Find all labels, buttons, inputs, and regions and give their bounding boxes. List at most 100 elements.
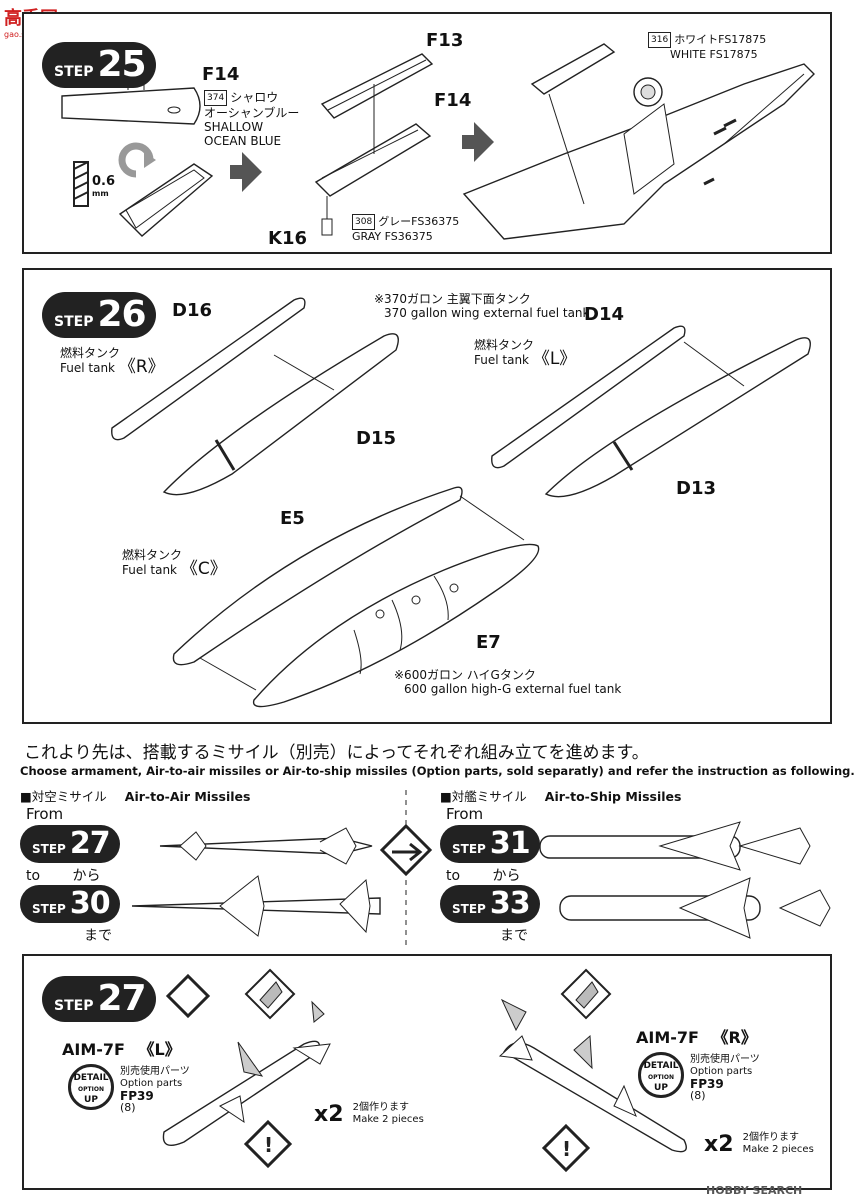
aa-kara: から [72,868,101,884]
opt-part: FP39 [690,1077,724,1091]
step25-badge: STEP 25 [42,42,156,88]
as-kara: から [492,868,521,884]
aa-from: From [26,805,64,823]
step26-drawing [111,297,811,708]
hobby-search-logo: HOBBY SEARCH [706,1184,802,1197]
make-jp: 2個作ります [742,1132,799,1143]
make-left: x2 2個作ります Make 2 pieces [314,1102,424,1127]
svg-text:!: ! [264,1133,273,1157]
as-to: to [446,868,461,884]
aim-left-title: AIM-7F 《L》 [62,1036,181,1060]
option-parts-right: 別売使用パーツ Option parts FP39 (8) [690,1054,760,1102]
step-word: STEP [54,314,94,330]
as-en: Air-to-Ship Missiles [544,789,682,804]
aa-header: ■対空ミサイル Air-to-Air Missiles [20,786,250,805]
aa-to: to [26,868,41,884]
tank-c-jp: 燃料タンク [122,548,183,562]
label-e5: E5 [280,508,305,529]
opt-qty: (8) [690,1089,706,1102]
detail-up-left: DETAIL OPTION UP [68,1064,114,1110]
step-word: STEP [54,64,94,80]
step-number: 27 [97,978,146,1019]
make-en: Make 2 pieces [742,1144,814,1155]
as-made: まで [500,928,528,944]
aa-en: Air-to-Air Missiles [124,789,251,804]
make-jp: 2個作ります [352,1102,409,1113]
step27-panel: STEP 27 ! ! AIM-7F 《L》 DETAIL OPTION UP [22,954,832,1190]
tank-c-label: 燃料タンク Fuel tank 《C》 [122,548,227,579]
step27-badge: STEP 27 [42,976,156,1022]
step-number: 33 [489,886,531,921]
tank-l-en: Fuel tank [474,353,529,367]
choose-en: Choose armament, Air-to-air missiles or … [20,764,855,778]
aa-made: まで [84,928,112,944]
paint-316-jp: ホワイトFS17875 [674,33,767,46]
drill-unit: mm [92,189,109,198]
tank-l-jp: 燃料タンク [474,338,535,352]
step26-badge: STEP 26 [42,292,156,338]
detail-text: DETAIL [73,1073,109,1083]
detail-text: DETAIL [643,1061,679,1071]
aa-step-from: STEP 27 [20,825,120,863]
as-to-row: to から [446,865,521,885]
opt-en: Option parts [120,1078,183,1089]
step-word: STEP [452,842,486,856]
tank-r-mark: 《R》 [118,357,165,377]
step27-drawing: ! ! [162,968,687,1173]
make-right-text: 2個作ります Make 2 pieces [743,1132,814,1156]
up-text: UP [84,1095,98,1105]
step-number: 26 [97,294,146,335]
step26-panel: STEP 26 ※370ガロン 主翼下面タンク 370 gallon wing … [22,268,832,724]
paint-code-316: 316 [648,32,672,48]
tank-c-mark: 《C》 [180,559,227,579]
tank-r-label: 燃料タンク Fuel tank 《R》 [60,346,165,377]
aim-left-mark: 《L》 [138,1040,181,1059]
step25-panel: STEP 25 [22,12,832,254]
choose-jp: これより先は、搭載するミサイル（別売）によってそれぞれ組み立てを進めます。 [24,743,649,763]
label-d13: D13 [676,478,716,499]
tank-c-en: Fuel tank [122,563,177,577]
label-e7: E7 [476,632,501,653]
as-from: From [446,805,484,823]
label-d14: D14 [584,304,624,325]
opt-jp: 別売使用パーツ [120,1066,190,1077]
note-600-jp: ※600ガロン ハイGタンク [394,668,536,682]
opt-jp: 別売使用パーツ [690,1054,760,1065]
aa-step-to: STEP 30 [20,885,120,923]
as-step-from: STEP 31 [440,825,540,863]
paint-code-374: 374 [204,90,228,106]
svg-text:!: ! [562,1137,571,1161]
aim-right-title: AIM-7F 《R》 [636,1024,757,1048]
tank-r-jp: 燃料タンク [60,346,121,360]
paint-316-en: WHITE FS17875 [670,48,758,61]
note-600-en: 600 gallon high-G external fuel tank [404,682,622,696]
tank-l-mark: 《L》 [532,349,577,369]
label-f14-left: F14 [202,64,240,85]
label-f14-mid: F14 [434,90,472,111]
tank-l-label: 燃料タンク Fuel tank 《L》 [474,338,577,369]
aa-to-row: to から [26,865,101,885]
step-word: STEP [32,842,66,856]
aa-jp: ■対空ミサイル [20,789,107,804]
label-d16: D16 [172,300,212,321]
drill-value: 0.6 [92,174,116,189]
paint-374-jp: シャロウ オーシャンブルー [204,90,300,120]
note-370: ※370ガロン 主翼下面タンク 370 gallon wing external… [374,292,589,320]
note-370-en: 370 gallon wing external fuel tank [384,306,590,320]
aim-right-name: AIM-7F [636,1028,699,1047]
hobby-search-text: HOBBY SEARCH [706,1184,803,1197]
paint-code-308: 308 [352,214,376,230]
opt-en: Option parts [690,1066,753,1077]
option-text: OPTION [648,1074,674,1081]
label-d15: D15 [356,428,396,449]
x2-left: x2 [314,1102,344,1127]
step-number: 27 [69,826,111,861]
aim-left-name: AIM-7F [62,1040,125,1059]
detail-up-right: DETAIL OPTION UP [638,1052,684,1098]
as-header: ■対艦ミサイル Air-to-Ship Missiles [440,786,681,805]
option-parts-left: 別売使用パーツ Option parts FP39 (8) [120,1066,190,1114]
as-step-to: STEP 33 [440,885,540,923]
